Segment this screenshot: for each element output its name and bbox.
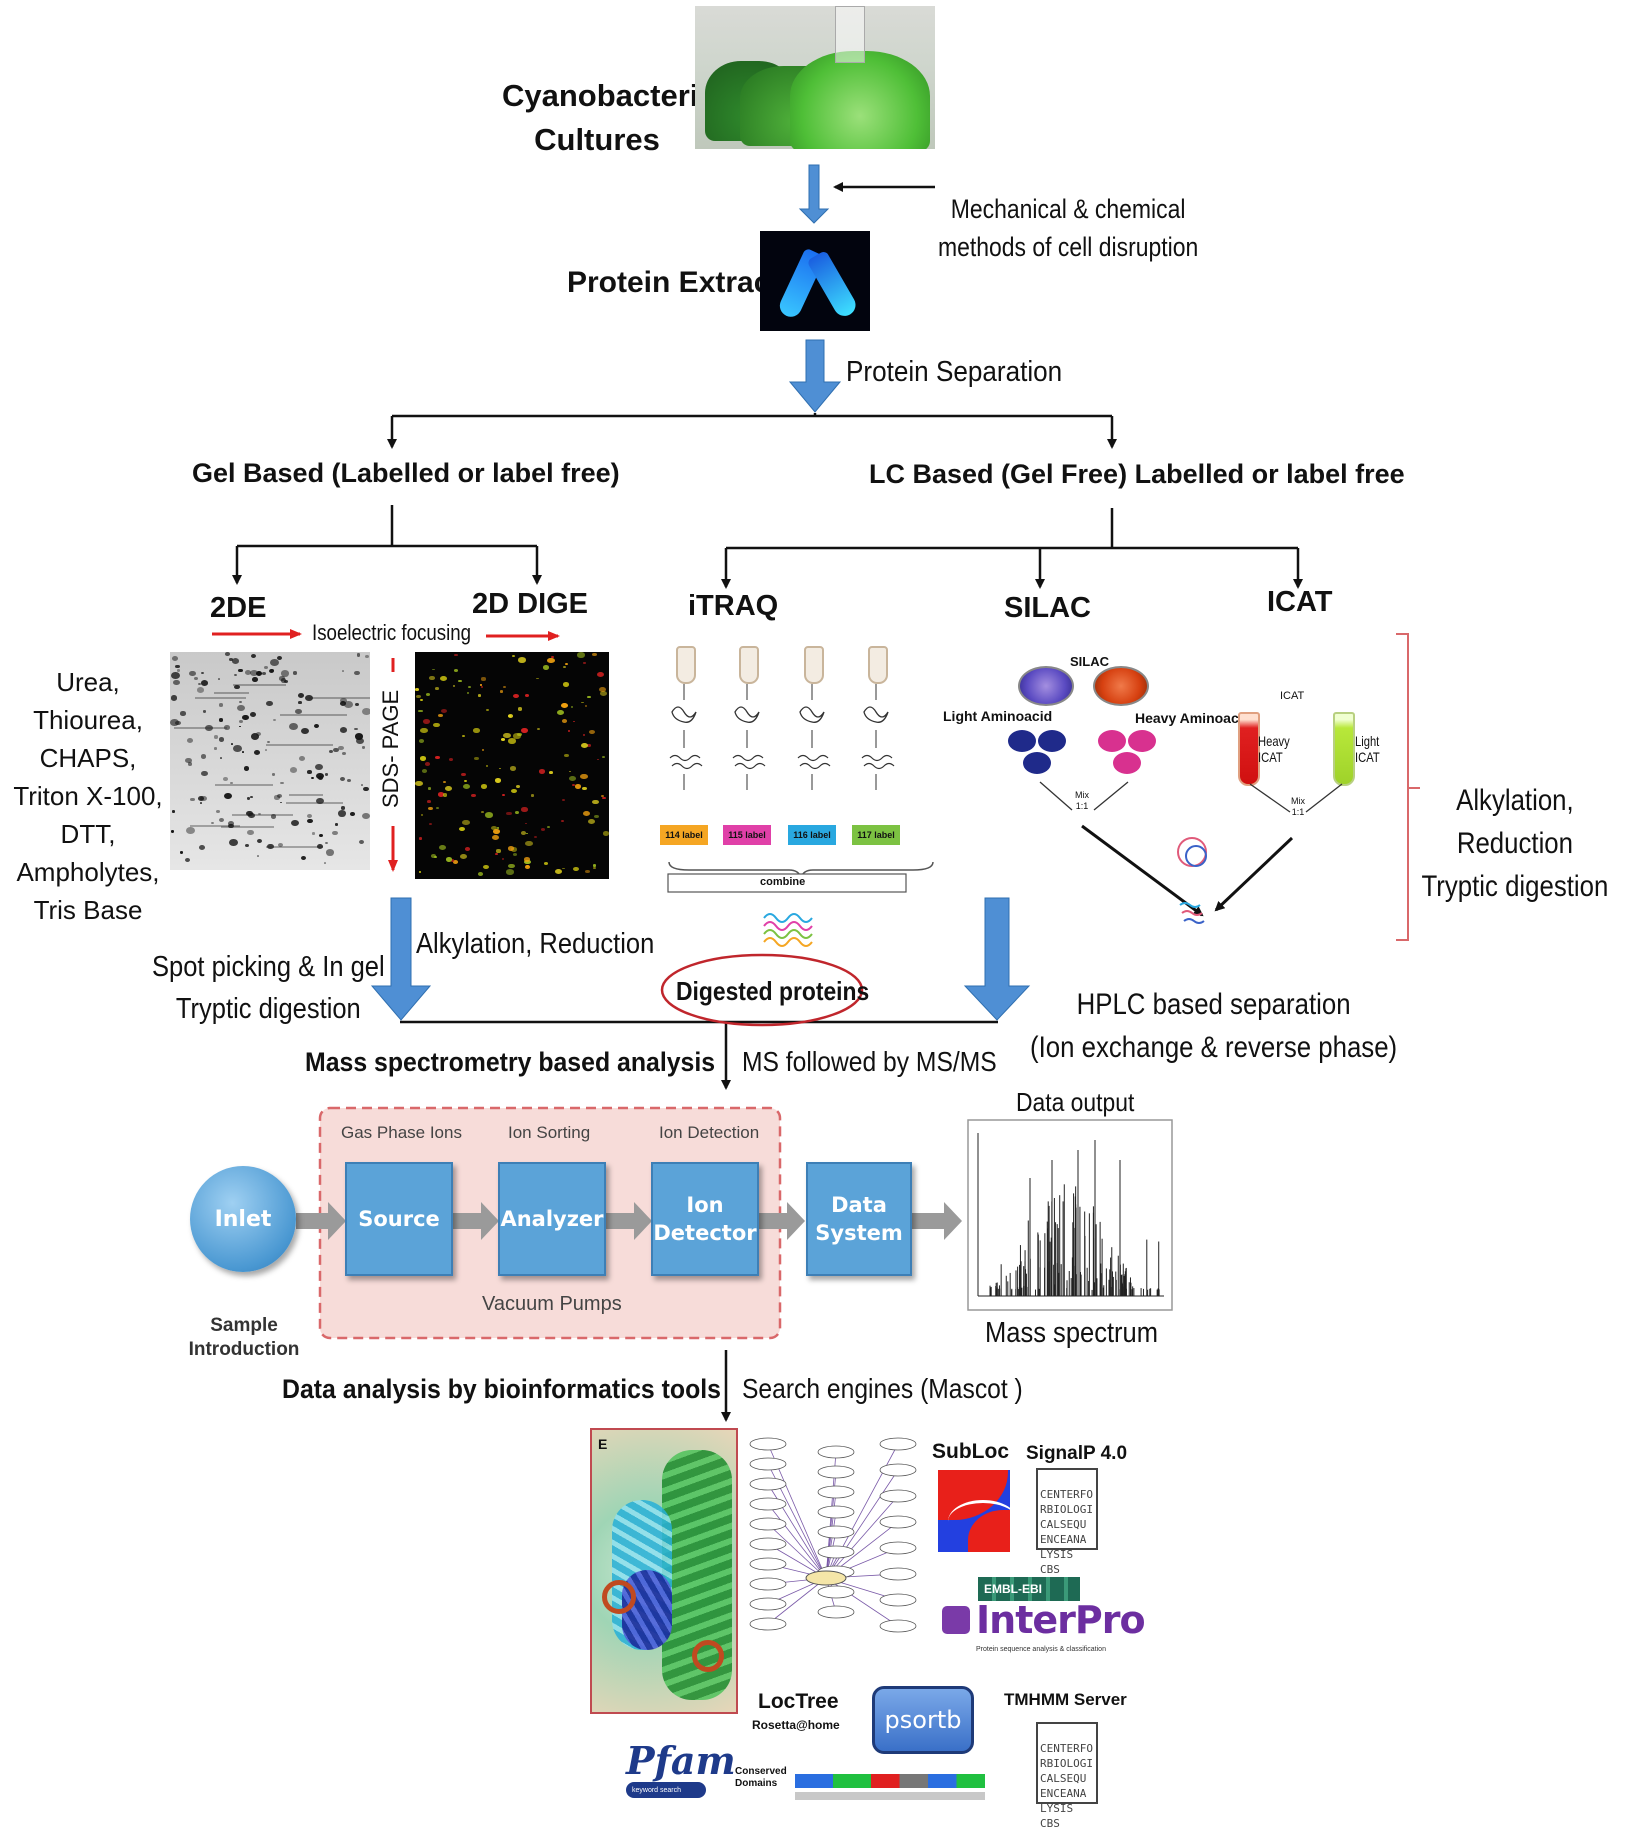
heavy-icat-tube xyxy=(1238,712,1260,786)
tmhmm-label: TMHMM Server xyxy=(1004,1690,1127,1709)
ion-sorting-label: Ion Sorting xyxy=(508,1123,591,1142)
heavy-cells-icon xyxy=(1098,730,1160,782)
spectrum-frame xyxy=(967,1119,1173,1311)
heavy-icat-label: Heavy ICAT xyxy=(1258,733,1290,765)
light-cells-icon xyxy=(1008,730,1070,782)
gel-title: Gel Based (Labelled or label free) xyxy=(192,458,620,488)
rosetta-label: Rosetta@home xyxy=(752,1718,840,1732)
bio-note: Search engines (Mascot ) xyxy=(742,1373,1023,1404)
bio-title: Data analysis by bioinformatics tools xyxy=(282,1374,721,1404)
main-split-lines xyxy=(387,413,1117,449)
alkylation-gel-label: Alkylation, Reduction xyxy=(416,928,655,960)
red-bracket xyxy=(1396,633,1420,941)
data-system-node: Data System xyxy=(806,1162,912,1276)
isoelectric-label: Isoelectric focusing xyxy=(312,620,472,645)
disruption-label: Mechanical & chemical methods of cell di… xyxy=(938,194,1199,262)
interpro-logo: InterPro Protein sequence analysis & cla… xyxy=(942,1598,1146,1660)
branch-dige: 2D DIGE xyxy=(472,588,589,620)
ion-detector-node: Ion Detector xyxy=(651,1162,759,1276)
signalp-label: SignalP 4.0 xyxy=(1026,1443,1128,1464)
protein-extract-photo xyxy=(760,231,870,331)
conserved-domains-image: Conserved Domains xyxy=(735,1766,995,1806)
gel-split-lines xyxy=(232,505,542,585)
heavy-dish-icon xyxy=(1093,666,1149,706)
separation-label: Protein Separation xyxy=(846,356,1063,388)
icat-small-label: ICAT xyxy=(1280,690,1305,702)
alk-tryptic-label: Alkylation, Reduction Tryptic digestion xyxy=(1421,784,1609,903)
heavy-aa-label: Heavy Aminoacid xyxy=(1135,710,1252,726)
tmhmm-cbs-logo: CENTERFO RBIOLOGI CALSEQU ENCEANA LYSIS … xyxy=(1036,1722,1098,1830)
combine-label: combine xyxy=(760,876,806,888)
source-node: Source xyxy=(345,1162,453,1276)
itraq-protein-digest-icon xyxy=(669,684,703,790)
digested-peptides-icon xyxy=(763,913,813,947)
branch-icat: ICAT xyxy=(1267,586,1333,618)
light-icat-label: Light ICAT xyxy=(1355,733,1380,765)
silac-mix-label: Mix 1:1 xyxy=(1075,790,1089,811)
ms-note: MS followed by MS/MS xyxy=(742,1046,997,1077)
combine-box xyxy=(667,873,907,893)
itraq-protein-digest-icon xyxy=(797,684,831,790)
blue-arrow-disruption xyxy=(798,164,830,224)
silac-small-label: SILAC xyxy=(1070,654,1109,669)
culture-flasks-photo xyxy=(695,6,935,149)
gel-dige-image xyxy=(415,652,609,879)
cultures-label: Cyanobacterial Cultures xyxy=(502,78,725,157)
pfam-logo: Pfam keyword search xyxy=(626,1738,736,1800)
mass-spectrum-label: Mass spectrum xyxy=(985,1317,1159,1349)
itraq-label-tag: 115 label xyxy=(723,825,771,845)
lc-title: LC Based (Gel Free) Labelled or label fr… xyxy=(869,459,1405,489)
sds-page-label: SDS- PAGE xyxy=(378,689,403,808)
blue-arrow-lc-down xyxy=(963,897,1031,1021)
ion-detection-label: Ion Detection xyxy=(659,1123,760,1142)
branch-itraq: iTRAQ xyxy=(688,590,779,622)
itraq-sample-tube xyxy=(868,646,888,684)
light-aa-label: Light Aminoacid xyxy=(943,708,1053,724)
light-icat-tube xyxy=(1333,712,1355,786)
hplc-label: HPLC based separation (Ion exchange & re… xyxy=(1030,988,1398,1064)
itraq-workflow: 114 label 115 label 116 label 117 label xyxy=(660,640,920,860)
branch-2de: 2DE xyxy=(210,592,267,624)
embl-ebi-logo: EMBL-EBI xyxy=(978,1577,1080,1601)
itraq-protein-digest-icon xyxy=(861,684,895,790)
ms-title: Mass spectrometry based analysis xyxy=(305,1047,716,1077)
blue-arrow-gel-down xyxy=(370,897,432,1021)
reagents-list: Urea, Thiourea, CHAPS, Triton X-100, DTT… xyxy=(13,667,163,925)
ms-gray-arrows xyxy=(296,1202,962,1240)
digested-ellipse xyxy=(660,953,864,1027)
itraq-sample-tube xyxy=(804,646,824,684)
icat-mix-label: Mix 1:1 xyxy=(1291,796,1305,817)
gel-2de-image xyxy=(170,652,370,870)
inlet-node: Inlet xyxy=(190,1166,296,1272)
extracts-label: Protein Extracts xyxy=(567,266,798,299)
itraq-sample-tube xyxy=(676,646,696,684)
analyzer-node: Analyzer xyxy=(498,1162,606,1276)
blue-arrow-separation xyxy=(788,339,842,413)
merge-lines xyxy=(400,1020,998,1422)
loctree-label: LocTree xyxy=(758,1690,839,1713)
digested-label: Digested proteins xyxy=(676,976,870,1006)
itraq-label-tag: 117 label xyxy=(852,825,900,845)
sample-intro-label: Sample Introduction xyxy=(188,1315,300,1360)
spectrum-peak-lines xyxy=(989,1140,1160,1296)
light-dish-icon xyxy=(1018,666,1074,706)
subloc-label: SubLoc xyxy=(932,1440,1009,1463)
lc-split-lines xyxy=(721,508,1303,589)
gas-phase-label: Gas Phase Ions xyxy=(341,1123,462,1142)
ontology-network-diagram xyxy=(749,1437,917,1633)
branch-silac: SILAC xyxy=(1004,592,1091,624)
data-output-label: Data output xyxy=(1016,1087,1135,1117)
vacuum-label: Vacuum Pumps xyxy=(482,1293,622,1315)
itraq-label-tag: 116 label xyxy=(788,825,836,845)
spot-picking-label: Spot picking & In gel Tryptic digestion xyxy=(152,951,385,1025)
protein-structure-image: E xyxy=(590,1428,738,1714)
psortb-logo: psortb xyxy=(872,1686,974,1754)
itraq-sample-tube xyxy=(739,646,759,684)
itraq-label-tag: 114 label xyxy=(660,825,708,845)
subloc-plot xyxy=(938,1470,1010,1552)
signalp-cbs-logo: CENTERFO RBIOLOGI CALSEQU ENCEANA LYSIS … xyxy=(1036,1468,1098,1576)
itraq-protein-digest-icon xyxy=(732,684,766,790)
hplc-converge-arrows xyxy=(1081,824,1294,917)
